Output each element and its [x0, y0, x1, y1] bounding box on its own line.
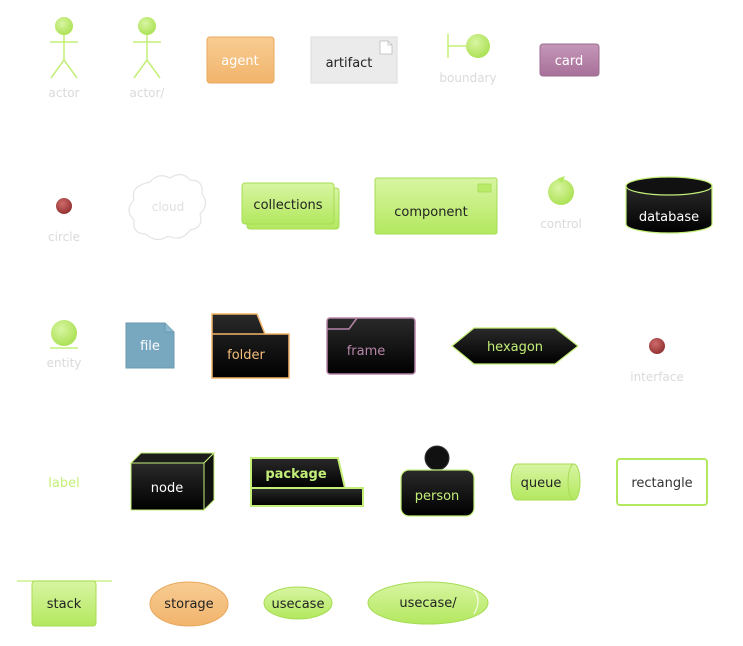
cloud-label: cloud	[152, 200, 185, 214]
node-label: node	[151, 481, 183, 496]
circle-label: circle	[48, 230, 80, 244]
actor-alt-label: actor/	[130, 86, 166, 100]
usecase-alt-label: usecase/	[399, 596, 457, 611]
artifact-label: artifact	[326, 56, 373, 71]
actor-shape[interactable]	[50, 17, 78, 79]
collections-shape[interactable]	[241, 182, 340, 230]
artifact-icon	[379, 40, 393, 55]
hexagon-label: hexagon	[487, 340, 543, 355]
person-label: person	[415, 489, 460, 504]
usecase-shape[interactable]	[263, 586, 333, 620]
control-arrow-icon	[557, 176, 565, 183]
package-shape[interactable]	[250, 457, 364, 507]
file-shape[interactable]	[125, 322, 175, 369]
hexagon-shape[interactable]	[451, 327, 579, 365]
component-shape[interactable]	[374, 177, 498, 235]
control-label: control	[540, 217, 582, 231]
component-icon	[477, 183, 492, 193]
interface-shape[interactable]	[649, 338, 665, 354]
boundary-shape[interactable]	[447, 34, 490, 58]
node-shape[interactable]	[129, 451, 216, 512]
boundary-label: boundary	[439, 71, 496, 85]
database-label: database	[639, 210, 699, 225]
person-shape[interactable]	[400, 445, 475, 517]
cloud-shape[interactable]	[128, 173, 207, 241]
file-corner-icon	[164, 323, 174, 333]
package-label: package	[265, 467, 327, 482]
stack-label: stack	[47, 597, 82, 612]
collections-label: collections	[253, 198, 322, 213]
queue-shape[interactable]	[510, 463, 581, 501]
folder-label: folder	[227, 348, 265, 363]
component-label: component	[394, 205, 468, 220]
rectangle-shape[interactable]	[616, 458, 708, 506]
usecase-alt-shape[interactable]	[367, 581, 489, 625]
actor-alt-shape[interactable]	[133, 17, 161, 79]
folder-shape[interactable]	[211, 313, 290, 379]
artifact-shape[interactable]	[310, 36, 398, 84]
agent-shape[interactable]	[206, 36, 275, 84]
circle-shape[interactable]	[56, 198, 72, 214]
label-text[interactable]: label	[48, 476, 79, 491]
database-shape[interactable]	[625, 176, 713, 234]
interface-label: interface	[630, 370, 684, 384]
card-label: card	[555, 54, 583, 69]
entity-shape[interactable]	[50, 320, 78, 349]
card-shape[interactable]	[539, 43, 600, 77]
usecase-label: usecase	[272, 597, 325, 612]
entity-label: entity	[47, 356, 82, 370]
stack-shape[interactable]	[17, 580, 112, 627]
frame-label: frame	[347, 344, 386, 359]
frame-shape[interactable]	[326, 317, 416, 375]
rectangle-label: rectangle	[631, 476, 692, 491]
storage-shape[interactable]	[149, 581, 229, 627]
agent-label: agent	[221, 54, 259, 69]
control-shape[interactable]	[548, 176, 574, 205]
queue-label: queue	[521, 476, 562, 491]
actor-label: actor	[49, 86, 80, 100]
storage-label: storage	[164, 597, 213, 612]
file-label: file	[140, 339, 160, 354]
